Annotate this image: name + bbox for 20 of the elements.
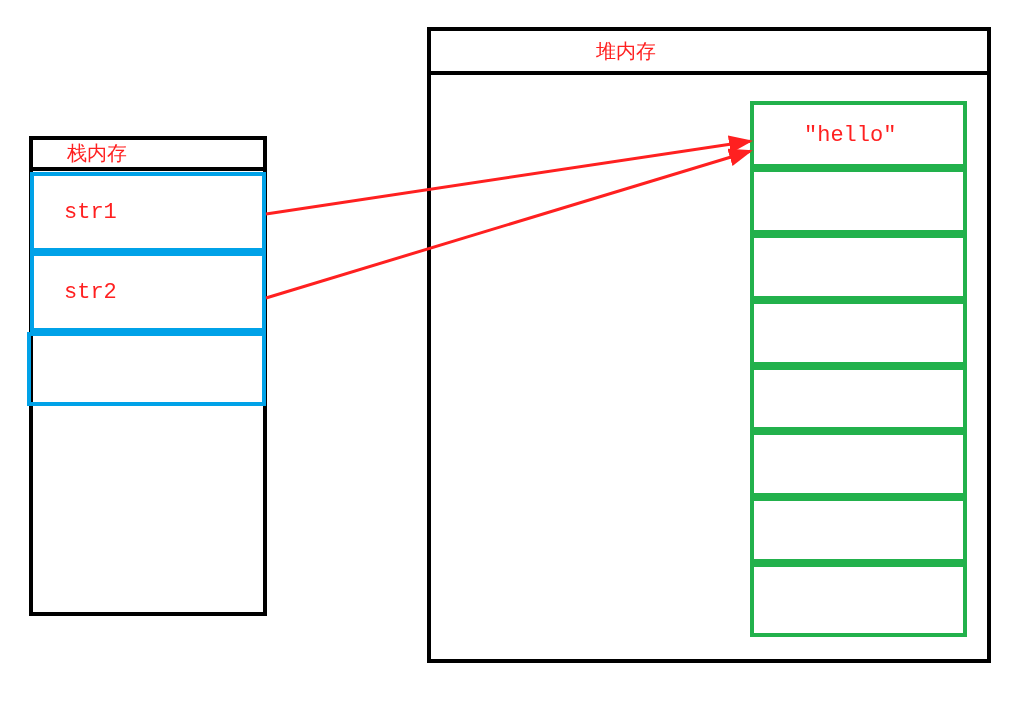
- heap-cell-box: [750, 563, 967, 637]
- variable-label: "hello": [804, 122, 897, 147]
- heap-cell-box: [750, 234, 967, 300]
- heap-cell-box: [750, 431, 967, 497]
- heap-cell-box: [750, 101, 967, 168]
- variable-label: str1: [64, 199, 117, 225]
- heap-cell-box: [750, 366, 967, 431]
- section-heading: 堆内存: [431, 31, 987, 75]
- section-heading: 栈内存: [33, 140, 263, 171]
- memory-region-box: [29, 136, 267, 616]
- heap-cell-box: [750, 497, 967, 563]
- arrow: [265, 135, 753, 216]
- stack-slot-box: [30, 172, 266, 252]
- arrow: [265, 148, 753, 300]
- stack-slot-box: [30, 252, 266, 332]
- memory-region-box: [427, 27, 991, 663]
- stack-slot-box: [27, 332, 266, 406]
- variable-label: str2: [64, 279, 117, 305]
- heap-cell-box: [750, 168, 967, 234]
- heap-cell-box: [750, 300, 967, 366]
